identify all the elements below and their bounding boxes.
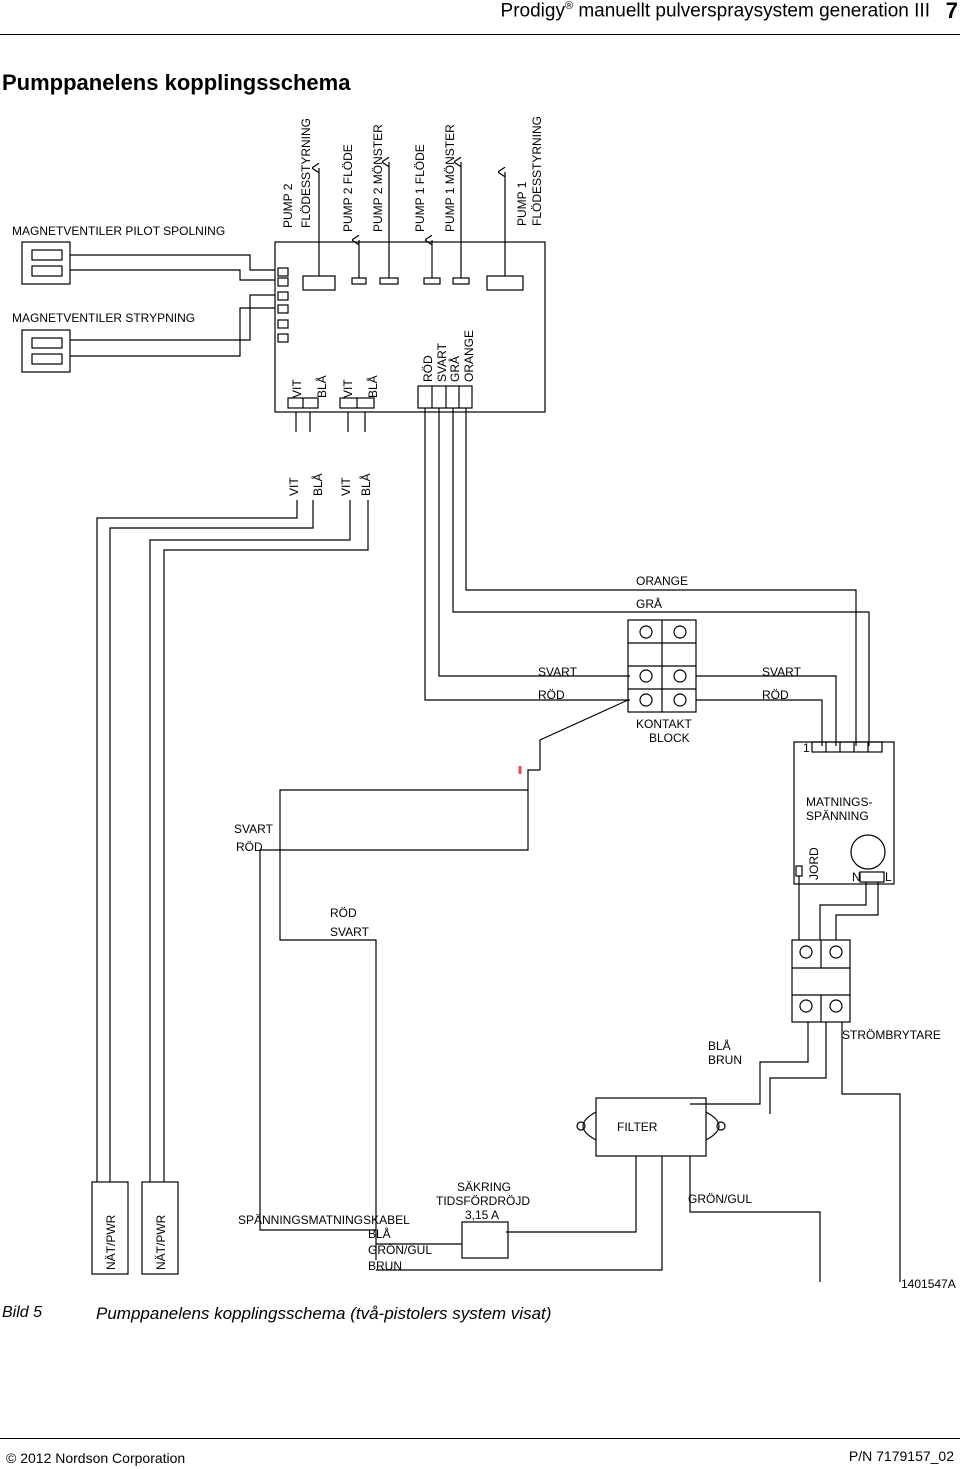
wire-label-brun-cable: BRUN — [368, 1259, 402, 1273]
pump1-flow-label: PUMP 1 FLÖDE — [413, 144, 427, 232]
power-cable-label: SPÄNNINGSMATNINGSKABEL — [238, 1213, 410, 1227]
pump2-flow-control-label-1: PUMP 2 — [281, 183, 295, 228]
pump-labels: PUMP 2 FLÖDESSTYRNING PUMP 2 FLÖDE PUMP … — [281, 116, 544, 232]
ground-label: JORD — [807, 847, 821, 880]
drawing-number: 1401547A — [901, 1277, 956, 1291]
pump2-pattern-label: PUMP 2 MÖNSTER — [371, 124, 385, 232]
header-rule — [0, 34, 960, 35]
pump2-flow-control-label-2: FLÖDESSTYRNING — [299, 118, 313, 228]
registered-mark: ® — [564, 0, 574, 12]
filter-label: FILTER — [617, 1120, 658, 1134]
wire-label-bla-1: BLÅ — [314, 375, 329, 398]
page-number: 7 — [945, 0, 958, 23]
wire-label-svart-left: SVART — [538, 665, 578, 679]
terminal-1-label: 1 — [803, 741, 810, 755]
supply-voltage-label-1: MATNINGS- — [806, 795, 872, 809]
switch-label: STRÖMBRYTARE — [842, 1028, 941, 1042]
bundle-label-bla-2: BLÅ — [358, 473, 373, 496]
footer-rule — [0, 1438, 960, 1439]
wire-label-rod-low: RÖD — [330, 906, 357, 920]
supply-voltage-label-2: SPÄNNING — [806, 809, 869, 823]
pump2-flow-label: PUMP 2 FLÖDE — [341, 144, 355, 232]
wire-label-vit-2: VIT — [341, 379, 355, 398]
wire-label-svart-panel: SVART — [435, 342, 449, 382]
figure-caption: Pumppanelens kopplingsschema (två-pistol… — [96, 1304, 552, 1323]
purge-solenoid-block — [21, 241, 71, 285]
line-label: L — [885, 870, 892, 884]
bundle-label-vit-2: VIT — [339, 477, 353, 496]
wire-label-bla-cable: BLÅ — [368, 1226, 391, 1241]
mains-label-2: NÄT/PWR — [154, 1214, 168, 1270]
header-title: Prodigy® manuellt pulverspraysystem gene… — [501, 0, 930, 22]
wire-label-rod-left: RÖD — [538, 688, 565, 702]
filter — [595, 1097, 707, 1157]
panel-wire-labels: VIT BLÅ VIT BLÅ RÖD SVART GRÅ ORANGE — [290, 330, 476, 398]
fuse-label-1: SÄKRING — [457, 1180, 511, 1194]
wire-label-orange-panel: ORANGE — [462, 330, 476, 382]
header-title-rest: manuellt pulverspraysystem generation II… — [573, 0, 930, 22]
strip-solenoid-block — [21, 329, 71, 373]
wire-label-brun-switch: BRUN — [708, 1053, 742, 1067]
copyright-symbol: © — [6, 1450, 17, 1466]
section-title: Pumppanelens kopplingsschema — [2, 70, 351, 95]
mains-cord-1 — [91, 1181, 129, 1275]
fuse-label-3: 3,15 A — [465, 1208, 499, 1222]
contact-block-label-1: KONTAKT — [636, 717, 692, 731]
fuse-label-2: TIDSFÖRDRÖJD — [436, 1194, 530, 1208]
wire-label-bla-2: BLÅ — [365, 375, 380, 398]
pump1-flow-control-label-1: PUMP 1 — [515, 181, 529, 226]
bundle-label-vit-1: VIT — [287, 477, 301, 496]
figure-label: Bild 5 — [2, 1304, 43, 1321]
footer-copyright: © 2012 Nordson Corporation — [6, 1450, 185, 1466]
wire-label-gra-panel: GRÅ — [447, 356, 462, 382]
neutral-label: N — [852, 870, 861, 884]
wire-label-bla-switch: BLÅ — [708, 1038, 731, 1053]
wire-label-vit-1: VIT — [290, 379, 304, 398]
fuse — [461, 1221, 509, 1259]
copyright-text: 2012 Nordson Corporation — [16, 1450, 186, 1466]
pump1-pattern-label: PUMP 1 MÖNSTER — [443, 124, 457, 232]
wire-label-gra: GRÅ — [636, 596, 662, 611]
part-number: P/N 7179157_02 — [848, 1448, 954, 1464]
wire-label-svart-mid: SVART — [234, 822, 274, 836]
solenoid-strip-label: MAGNETVENTILER STRYPNING — [12, 311, 195, 325]
wire-label-rod-right: RÖD — [762, 688, 789, 702]
wiring-diagram: MAGNETVENTILER PILOT SPOLNING MAGNETVENT… — [12, 116, 956, 1291]
bundle-wire-labels: VIT BLÅ VIT BLÅ — [287, 473, 373, 496]
bundle-label-bla-1: BLÅ — [310, 473, 325, 496]
wire-label-svart-low: SVART — [330, 925, 370, 939]
mains-cord-2 — [141, 1181, 179, 1275]
pump-panel-box — [274, 241, 546, 413]
wire-label-svart-right: SVART — [762, 665, 802, 679]
wire-label-gron-gul-right: GRÖN/GUL — [688, 1192, 752, 1206]
wire-label-gron-gul-cable: GRÖN/GUL — [368, 1243, 432, 1257]
contact-block-label-2: BLOCK — [649, 731, 690, 745]
solenoid-purge-label: MAGNETVENTILER PILOT SPOLNING — [12, 224, 225, 238]
wire-label-rod-mid: RÖD — [236, 840, 263, 854]
pump1-flow-control-label-2: FLÖDESSTYRNING — [530, 116, 544, 226]
wire-label-rod-panel: RÖD — [421, 355, 435, 382]
wire-label-orange: ORANGE — [636, 574, 688, 588]
mains-label-1: NÄT/PWR — [104, 1214, 118, 1270]
header-brand: Prodigy — [500, 0, 565, 22]
